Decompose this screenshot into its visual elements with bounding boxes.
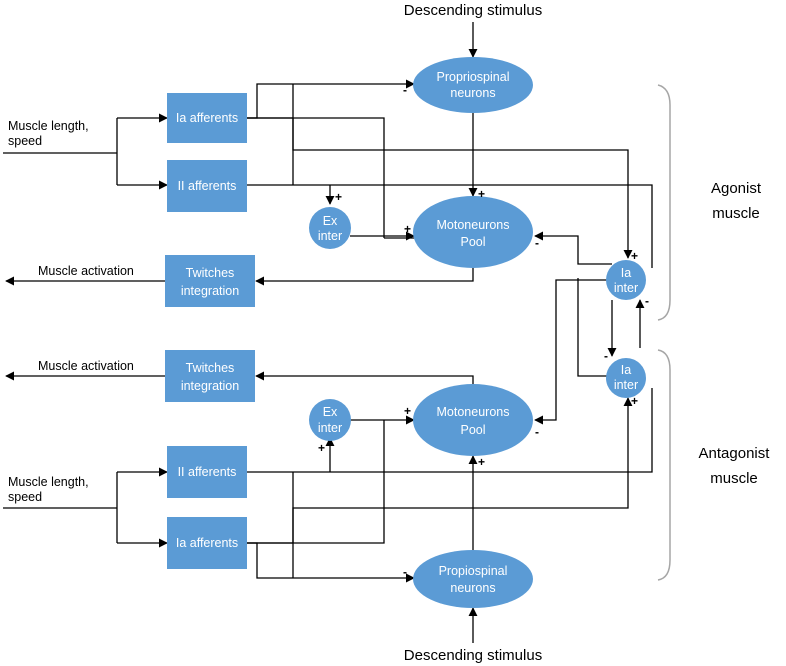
ia-afferents-top-label: Ia afferents (176, 111, 238, 125)
ia-afferents-top-node: Ia afferents (167, 93, 247, 143)
motoneurons-bottom-node: Motoneurons Pool (413, 384, 533, 456)
sign-plus-ex-bottom: + (318, 441, 325, 455)
agonist-brace (657, 84, 671, 321)
propriospinal-top-label-1: Propriospinal (437, 70, 510, 84)
motoneurons-bottom-label-2: Pool (460, 423, 485, 437)
ia-afferents-bottom-node: Ia afferents (167, 517, 247, 569)
sign-plus-mn-bottom-input: + (478, 455, 485, 469)
sign-minus-mn-bottom: - (535, 425, 539, 439)
motoneurons-bottom-label-1: Motoneurons (437, 405, 510, 419)
antagonist-brace (657, 349, 671, 581)
ex-inter-bottom-node: Ex inter (309, 399, 351, 441)
ii-afferents-top-node: II afferents (167, 160, 247, 212)
muscle-length-bottom-label-1: Muscle length, (8, 475, 89, 489)
motoneurons-top-node: Motoneurons Pool (413, 196, 533, 268)
antagonist-label-1: Antagonist (699, 445, 771, 462)
ia-inter-bottom-node: Ia inter (606, 358, 646, 398)
twitches-bottom-node: Twitches integration (165, 350, 255, 402)
twitches-top-label-1: Twitches (186, 266, 235, 280)
sign-minus-ia-top: - (645, 294, 649, 308)
sign-minus-propriospinal-bottom: - (403, 565, 407, 579)
propriospinal-top-label-2: neurons (450, 86, 495, 100)
connections (3, 22, 653, 643)
muscle-length-top-label-2: speed (8, 134, 42, 148)
ia-inter-top-label-1: Ia (621, 266, 631, 280)
ii-afferents-bottom-label: II afferents (178, 465, 237, 479)
twitches-bottom-label-1: Twitches (186, 361, 235, 375)
propriospinal-bottom-label-1: Propiospinal (439, 564, 508, 578)
muscle-activation-top-label: Muscle activation (38, 264, 134, 278)
sign-plus-ia-top: + (631, 249, 638, 263)
propriospinal-top-node: Propriospinal neurons (413, 57, 533, 113)
ia-inter-bottom-label-2: inter (614, 378, 638, 392)
descending-stimulus-bottom-label: Descending stimulus (404, 647, 542, 664)
sign-plus-ex-top: + (335, 190, 342, 204)
sign-plus-mn-top-input: + (478, 187, 485, 201)
twitches-bottom-label-2: integration (181, 379, 239, 393)
ex-inter-bottom-label-1: Ex (323, 405, 338, 419)
ex-inter-bottom-label-2: inter (318, 421, 342, 435)
sign-plus-mn-top-ex: + (404, 222, 411, 236)
propriospinal-bottom-label-2: neurons (450, 581, 495, 595)
ia-inter-top-label-2: inter (614, 281, 638, 295)
sign-plus-mn-bottom-ex: + (404, 404, 411, 418)
sign-minus-propriospinal-top: - (403, 83, 407, 97)
ex-inter-top-label-2: inter (318, 229, 342, 243)
antagonist-label-2: muscle (710, 470, 758, 487)
ia-afferents-bottom-label: Ia afferents (176, 536, 238, 550)
ia-inter-bottom-label-1: Ia (621, 363, 631, 377)
agonist-label-1: Agonist (711, 180, 762, 197)
twitches-top-node: Twitches integration (165, 255, 255, 307)
sign-plus-ia-bottom: + (631, 394, 638, 408)
motoneurons-top-label-1: Motoneurons (437, 218, 510, 232)
ii-afferents-top-label: II afferents (178, 179, 237, 193)
muscle-length-top-label-1: Muscle length, (8, 119, 89, 133)
sign-minus-ia-bottom: - (604, 349, 608, 363)
ex-inter-top-node: Ex inter (309, 207, 351, 249)
muscle-length-bottom-label-2: speed (8, 490, 42, 504)
descending-stimulus-top-label: Descending stimulus (404, 2, 542, 19)
synapse-signs: - + + + - + - - + + - + + - (318, 83, 649, 579)
ii-afferents-bottom-node: II afferents (167, 446, 247, 498)
motoneurons-top-label-2: Pool (460, 235, 485, 249)
sign-minus-mn-top: - (535, 236, 539, 250)
propriospinal-bottom-node: Propiospinal neurons (413, 550, 533, 608)
twitches-top-label-2: integration (181, 284, 239, 298)
ex-inter-top-label-1: Ex (323, 214, 338, 228)
agonist-label-2: muscle (712, 205, 760, 222)
muscle-activation-bottom-label: Muscle activation (38, 359, 134, 373)
ia-inter-top-node: Ia inter (606, 260, 646, 300)
